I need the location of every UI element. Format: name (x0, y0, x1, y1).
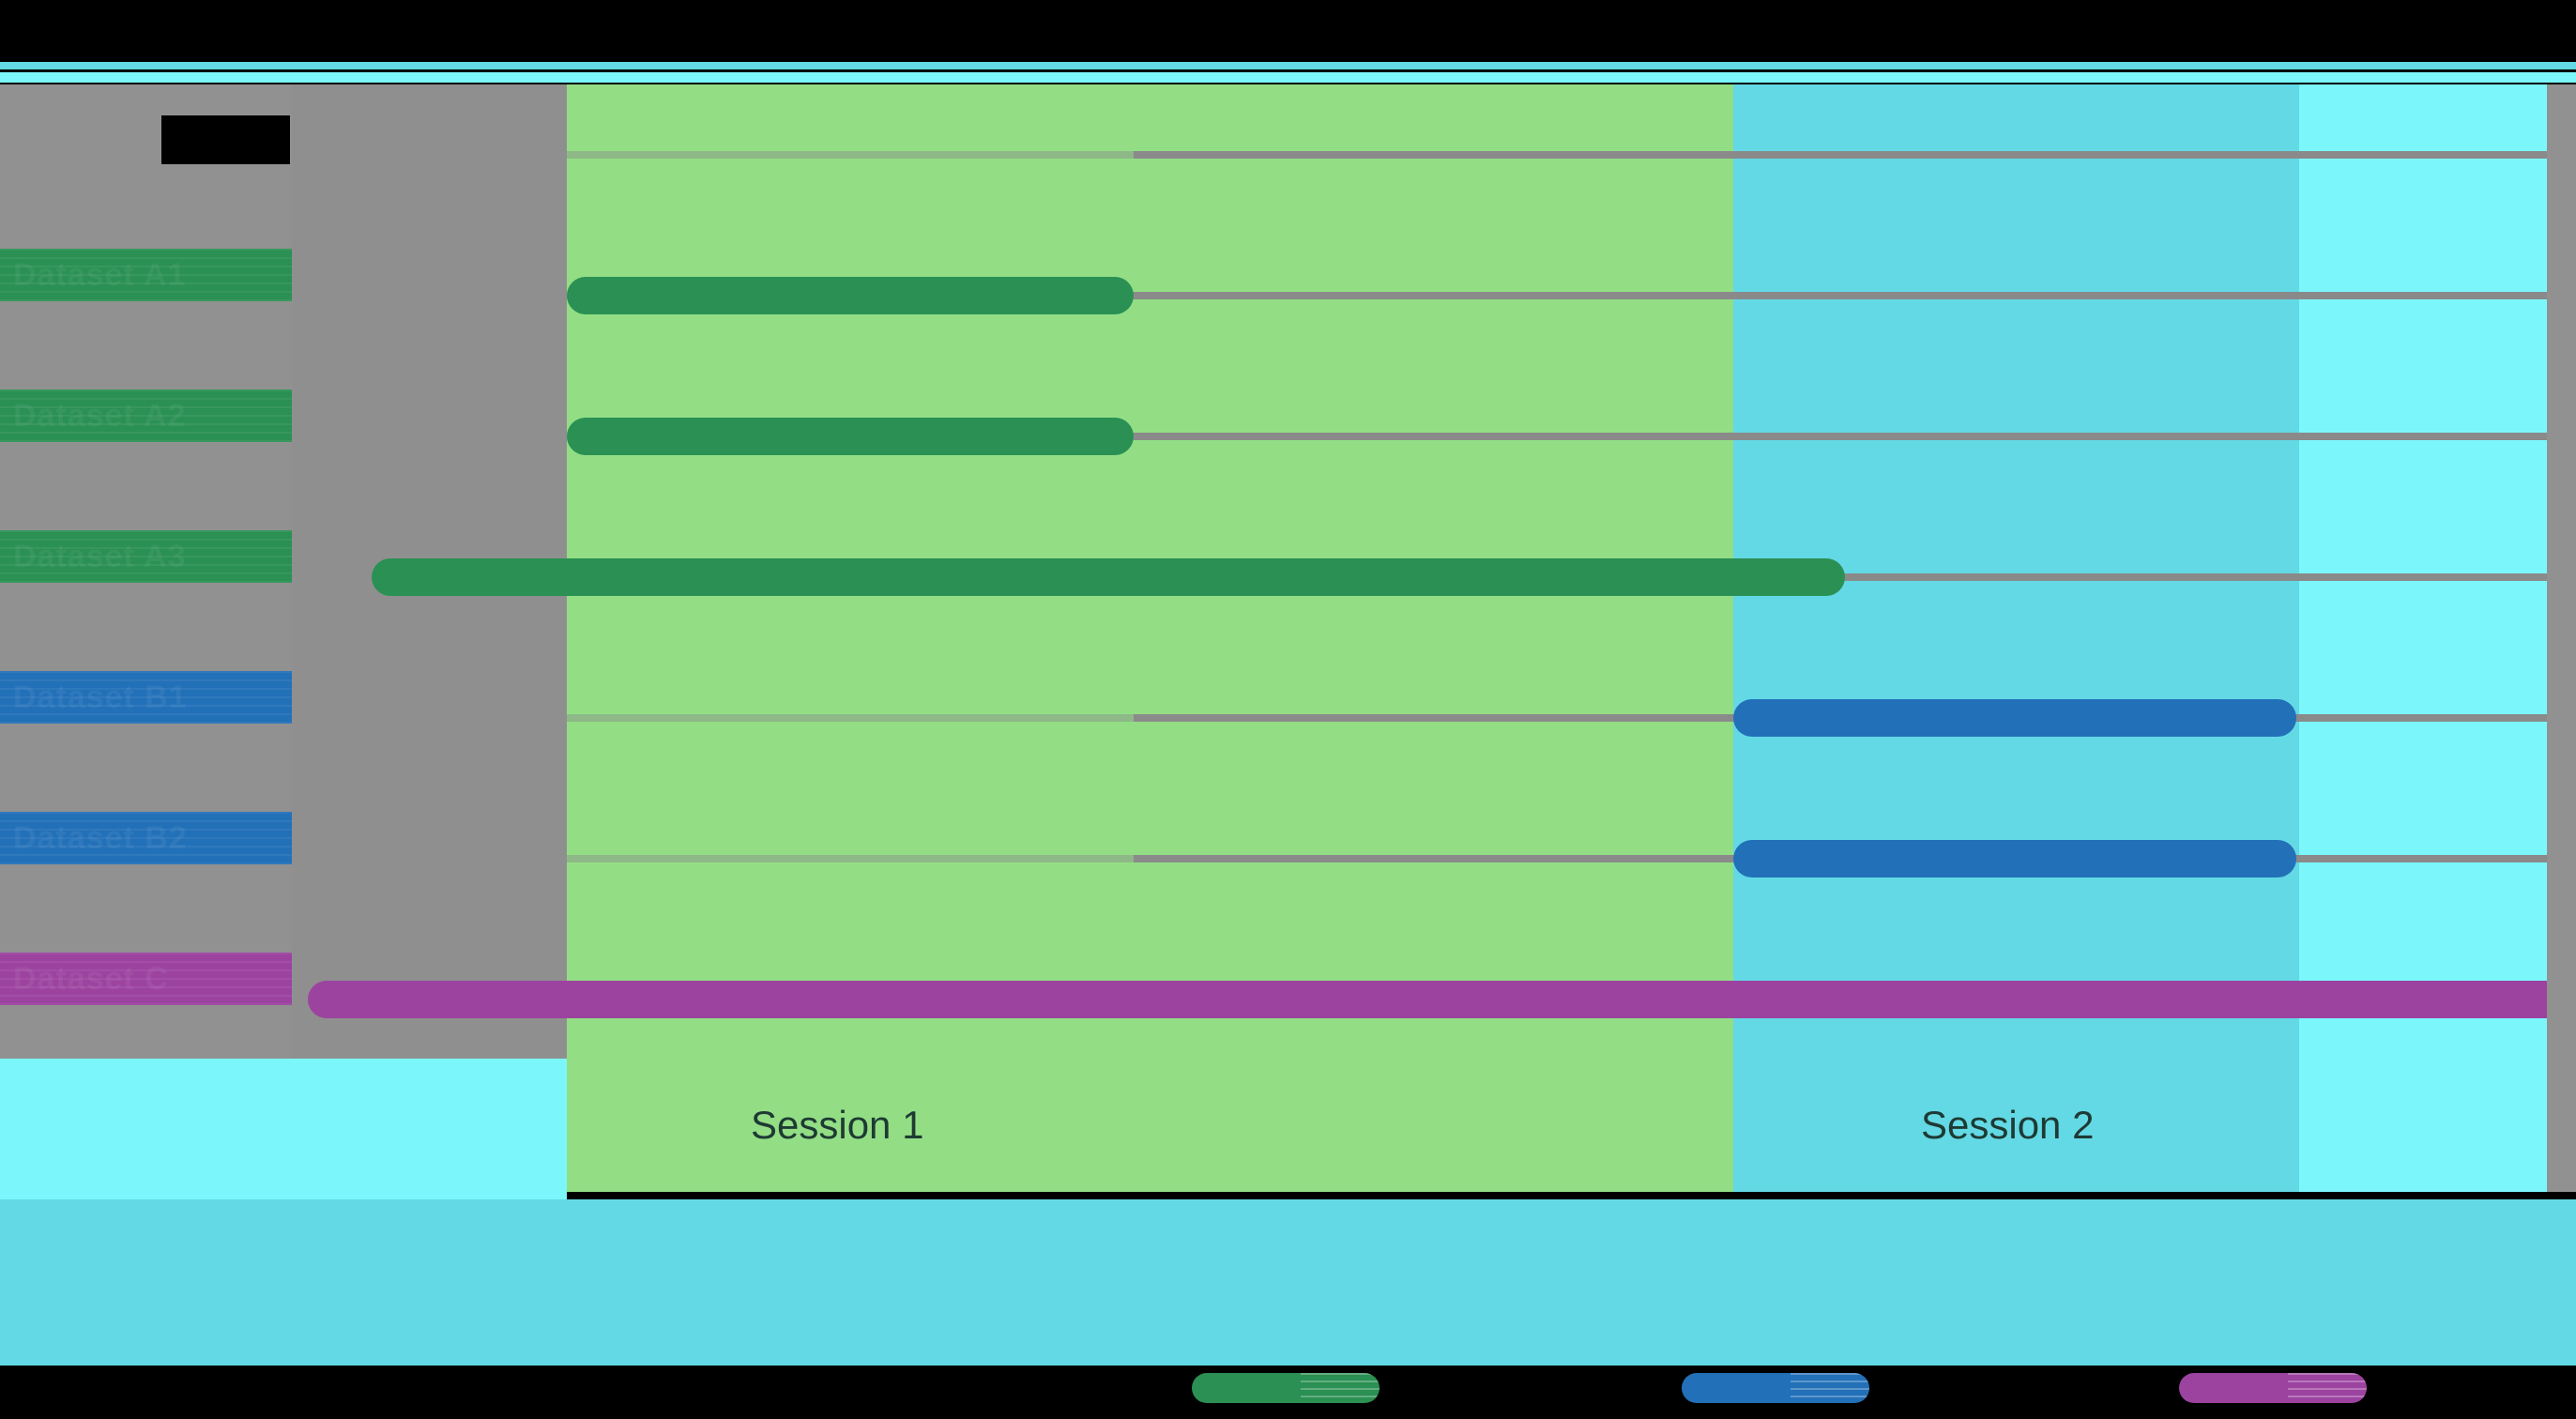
gantt-bar[interactable] (372, 558, 1845, 596)
session-band-2-label: Session 2 (1921, 1103, 2095, 1147)
legend-item-blue[interactable]: [redacted] (1682, 1373, 1873, 1403)
table-row (0, 84, 2576, 225)
row-track-faint (567, 855, 1134, 862)
accent-rule-primary (0, 62, 2576, 69)
table-row (0, 788, 2576, 929)
footer-band-highlight (0, 1059, 567, 1199)
page-title: [redacted] (161, 115, 290, 164)
table-row (0, 929, 2576, 1070)
row-label-text: Dataset B1 (0, 671, 292, 724)
row-label-dataset-a2[interactable]: Dataset A2 (0, 389, 292, 442)
row-track (1134, 433, 2547, 440)
legend-item-green[interactable]: [redacted] (1192, 1373, 1383, 1403)
session-band-1-label: Session 1 (751, 1103, 924, 1147)
header-bar (0, 0, 2576, 62)
legend-label: [redacted] (1379, 1388, 1383, 1389)
redaction-noise-icon (2288, 1373, 2367, 1403)
plot-rows (0, 84, 2576, 1060)
table-row (0, 648, 2576, 788)
footer-band (0, 1199, 2576, 1378)
row-label-text: Dataset B2 (0, 812, 292, 864)
row-label-text: Dataset A1 (0, 249, 292, 301)
legend-label: [redacted] (2367, 1388, 2370, 1389)
gantt-bar[interactable] (1733, 840, 2296, 877)
redaction-noise-icon (1301, 1373, 1379, 1403)
legend-swatch-icon (2179, 1373, 2367, 1403)
right-edge-gutter (2547, 84, 2576, 1192)
row-label-text: Dataset A2 (0, 389, 292, 442)
legend-swatch-icon (1682, 1373, 1869, 1403)
legend-item-magenta[interactable]: [redacted] (2179, 1373, 2370, 1403)
row-track-faint (567, 151, 1134, 159)
row-track-faint (567, 714, 1134, 722)
legend: [redacted] [redacted] [redacted] (0, 1366, 2576, 1419)
row-label-dataset-b2[interactable]: Dataset B2 (0, 812, 292, 864)
row-label-text: Dataset C (0, 953, 292, 1005)
row-label-dataset-c[interactable]: Dataset C (0, 953, 292, 1005)
gantt-bar[interactable] (1733, 699, 2296, 737)
legend-label: [redacted] (1869, 1388, 1873, 1389)
row-label-dataset-b1[interactable]: Dataset B1 (0, 671, 292, 724)
row-label-dataset-a3[interactable]: Dataset A3 (0, 530, 292, 583)
gantt-bar[interactable] (567, 418, 1134, 455)
gantt-bar[interactable] (308, 981, 2576, 1018)
legend-swatch-icon (1192, 1373, 1379, 1403)
row-track (1134, 151, 2547, 159)
table-row (0, 366, 2576, 507)
gantt-bar[interactable] (567, 277, 1134, 314)
accent-rule-secondary (0, 72, 2576, 83)
row-label-text: Dataset A3 (0, 530, 292, 583)
table-row (0, 225, 2576, 366)
redaction-noise-icon (1791, 1373, 1869, 1403)
row-label-dataset-a1[interactable]: Dataset A1 (0, 249, 292, 301)
row-track (1134, 292, 2547, 299)
table-row (0, 507, 2576, 648)
